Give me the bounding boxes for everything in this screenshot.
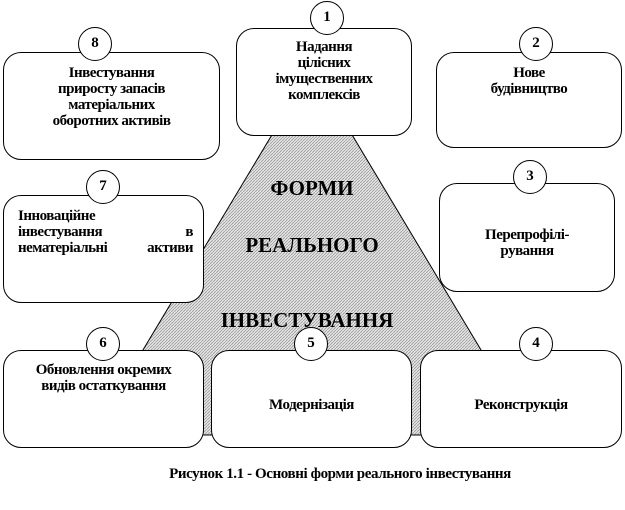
form-box-5: Модернізація bbox=[211, 350, 412, 448]
center-title-line-2: РЕАЛЬНОГО bbox=[245, 233, 379, 257]
form-text: Модернізація bbox=[269, 397, 354, 413]
form-number-badge: 1 bbox=[310, 1, 344, 35]
form-text: комплексів bbox=[288, 87, 360, 103]
form-box-1: Надання цілісних імущественних комплексі… bbox=[236, 28, 412, 136]
form-number-badge: 8 bbox=[78, 27, 112, 61]
form-text: оборотних активів bbox=[52, 113, 171, 129]
form-text: Перепрофілі- bbox=[485, 227, 569, 243]
form-box-4: Реконструкція bbox=[420, 350, 622, 448]
form-number-badge: 2 bbox=[519, 27, 553, 61]
form-number-badge: 4 bbox=[519, 327, 553, 361]
form-text: Інвестування bbox=[68, 65, 155, 81]
form-number-badge: 5 bbox=[294, 327, 328, 361]
form-box-3: Перепрофілі- рування bbox=[439, 183, 615, 292]
form-text: імущественних bbox=[275, 71, 373, 87]
form-text: Реконструкція bbox=[474, 397, 568, 413]
form-number-badge: 3 bbox=[513, 160, 547, 194]
form-box-6: Обновлення окремих видів остаткування bbox=[3, 350, 204, 448]
form-text: приросту запасів bbox=[58, 81, 165, 97]
form-text: будівництво bbox=[490, 81, 568, 97]
form-text: рування bbox=[500, 243, 554, 259]
form-text: матеріальних bbox=[68, 97, 155, 113]
form-box-7: Інноваційне інвестування в нематеріальні… bbox=[3, 195, 204, 303]
figure-caption: Рисунок 1.1 - Основні форми реального ін… bbox=[169, 466, 511, 482]
form-number-badge: 7 bbox=[86, 170, 120, 204]
form-number-badge: 6 bbox=[86, 327, 120, 361]
form-text: нематеріальні активи bbox=[18, 240, 194, 256]
form-text: Інноваційне bbox=[18, 208, 96, 224]
form-text: видів остаткування bbox=[41, 378, 166, 394]
form-text: Надання bbox=[295, 39, 353, 55]
form-box-2: Нове будівництво bbox=[436, 52, 622, 148]
form-text: Обновлення окремих bbox=[35, 362, 172, 378]
form-text: цілісних bbox=[297, 55, 351, 71]
form-text: інвестування в bbox=[18, 224, 194, 240]
form-text: Нове bbox=[513, 65, 545, 81]
center-title-line-1: ФОРМИ bbox=[270, 176, 354, 200]
form-box-8: Інвестування приросту запасів матеріальн… bbox=[3, 52, 220, 160]
